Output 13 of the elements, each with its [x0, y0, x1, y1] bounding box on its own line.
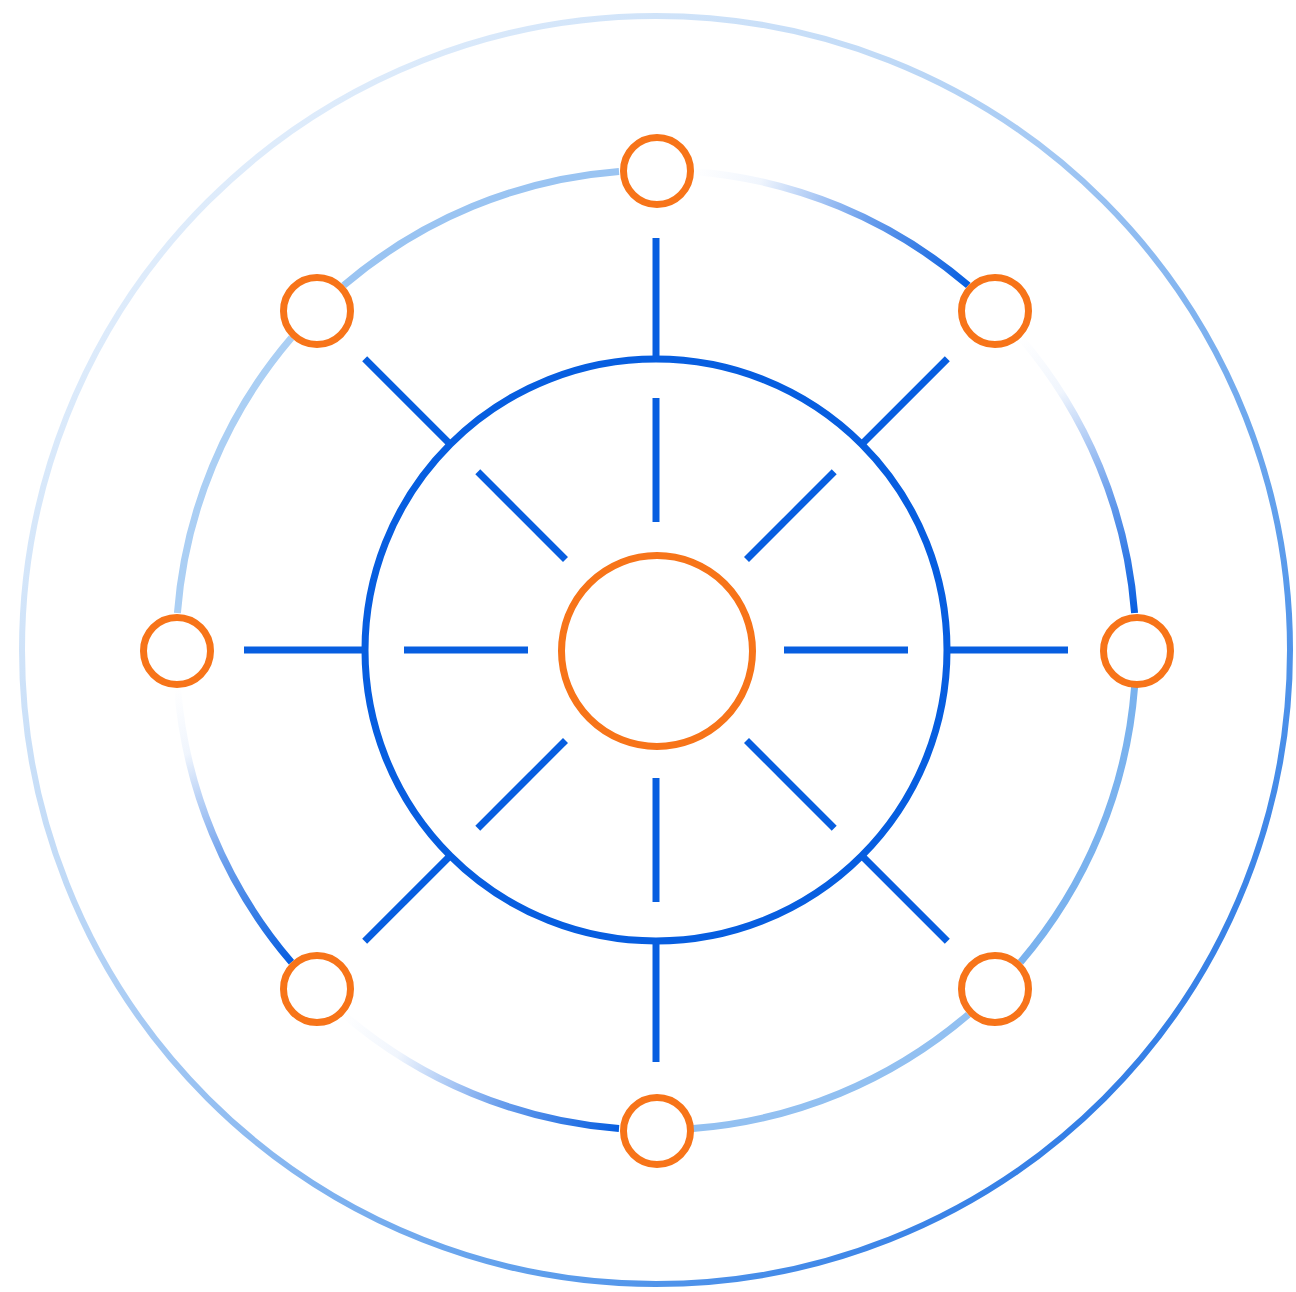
- ring-arc: [341, 167, 620, 289]
- node-circle: [958, 952, 1033, 1027]
- ring-arc: [173, 335, 295, 614]
- ring-arc: [692, 1011, 971, 1133]
- node-circle: [958, 273, 1033, 348]
- node-circle: [619, 1093, 693, 1167]
- node-circle: [619, 133, 693, 207]
- node-circle: [1099, 613, 1173, 687]
- ring-arc: [1017, 686, 1139, 965]
- node-circle: [139, 613, 213, 687]
- node-circle: [279, 273, 354, 348]
- node-circle: [279, 952, 354, 1027]
- hub-circle: [557, 551, 755, 749]
